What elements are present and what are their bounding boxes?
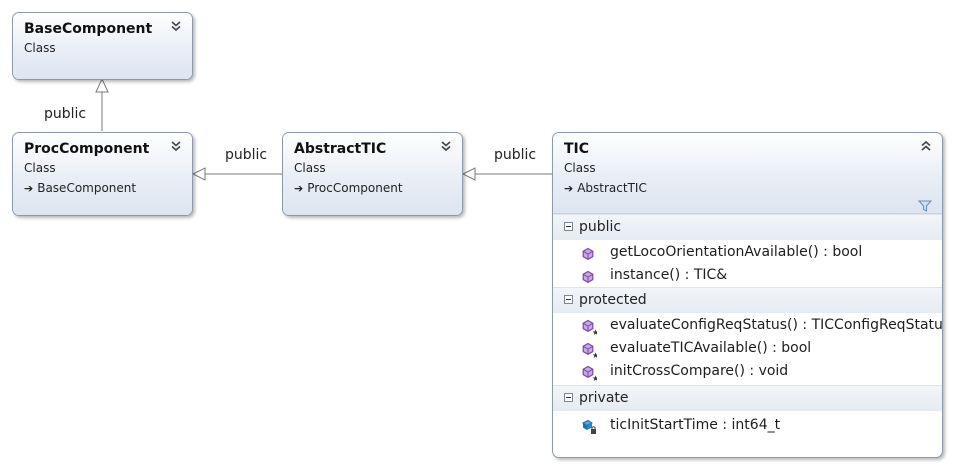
class-kind: Class (24, 41, 56, 55)
member-text: evaluateTICAvailable() : bool (610, 340, 812, 356)
member-text: getLocoOrientationAvailable() : bool (610, 244, 863, 260)
svg-text:★: ★ (592, 351, 597, 358)
class-name: BaseComponent (24, 21, 153, 37)
base-class-line: ➔ProcComponent (294, 180, 452, 197)
abstract-to-proc-arrowhead (191, 167, 206, 181)
section-label: protected (579, 292, 647, 308)
base-class-name: BaseComponent (37, 181, 137, 195)
class-kind: Class (24, 161, 56, 175)
inherits-arrow-icon: ➔ (294, 182, 304, 195)
class-box-tic[interactable]: TIC Class ➔AbstractTIC public getLocoOri… (552, 132, 943, 458)
member-text: ticInitStartTime : int64_t (610, 417, 781, 433)
inherits-arrow-icon: ➔ (24, 182, 34, 195)
private-field-icon (581, 419, 596, 434)
relation-label-tic-abstract: public (494, 147, 537, 163)
filter-icon[interactable] (917, 197, 933, 212)
class-name: TIC (564, 141, 590, 157)
section-label: public (579, 219, 622, 235)
member-row[interactable]: ★ evaluateTICAvailable() : bool (553, 337, 942, 360)
collapse-toggle-icon[interactable] (564, 392, 573, 402)
svg-text:★: ★ (592, 374, 597, 381)
protected-method-icon: ★ (581, 342, 599, 360)
protected-method-icon: ★ (581, 319, 599, 337)
member-text: evaluateConfigReqStatus() : TICConfigReq… (610, 317, 943, 333)
section-public[interactable]: public (553, 214, 942, 240)
class-name: ProcComponent (24, 141, 150, 157)
section-private[interactable]: private (553, 385, 942, 411)
class-name: AbstractTIC (294, 141, 387, 157)
member-text: instance() : TIC& (610, 267, 728, 283)
class-box-abstract-tic[interactable]: AbstractTIC Class ➔ProcComponent (282, 132, 463, 216)
member-row[interactable]: ★ evaluateConfigReqStatus() : TICConfigR… (553, 314, 942, 337)
collapse-toggle-icon[interactable] (564, 221, 573, 231)
base-class-name: ProcComponent (307, 181, 403, 195)
member-row[interactable]: getLocoOrientationAvailable() : bool (553, 241, 942, 264)
svg-text:★: ★ (592, 328, 597, 335)
section-protected[interactable]: protected (553, 287, 942, 313)
class-header: ProcComponent Class ➔BaseComponent (13, 133, 192, 215)
member-row[interactable]: ticInitStartTime : int64_t (553, 414, 942, 437)
collapse-chevron-icon[interactable] (920, 140, 932, 152)
member-row[interactable]: ★ initCrossCompare() : void (553, 360, 942, 383)
proc-to-base-arrowhead (95, 77, 109, 93)
tic-to-abstract-arrowhead (461, 167, 476, 181)
collapse-toggle-icon[interactable] (564, 294, 573, 304)
relation-label-abstract-proc: public (225, 147, 268, 163)
section-label: private (579, 390, 629, 406)
expand-chevron-icon[interactable] (170, 20, 182, 32)
member-row[interactable]: instance() : TIC& (553, 264, 942, 287)
public-method-icon (581, 269, 595, 283)
base-class-line: ➔AbstractTIC (564, 180, 932, 197)
class-box-proc-component[interactable]: ProcComponent Class ➔BaseComponent (12, 132, 193, 216)
base-class-line: ➔BaseComponent (24, 180, 182, 197)
class-kind: Class (564, 161, 596, 175)
expand-chevron-icon[interactable] (170, 140, 182, 152)
relation-label-proc-base: public (44, 106, 87, 122)
class-header: TIC Class ➔AbstractTIC (553, 133, 942, 214)
class-header: AbstractTIC Class ➔ProcComponent (283, 133, 462, 215)
protected-method-icon: ★ (581, 365, 599, 383)
class-box-base-component[interactable]: BaseComponent Class (12, 12, 193, 80)
member-text: initCrossCompare() : void (610, 363, 789, 379)
base-class-name: AbstractTIC (577, 181, 647, 195)
inherits-arrow-icon: ➔ (564, 182, 574, 195)
class-kind: Class (294, 161, 326, 175)
class-header: BaseComponent Class (13, 13, 192, 79)
expand-chevron-icon[interactable] (440, 140, 452, 152)
public-method-icon (581, 246, 595, 260)
